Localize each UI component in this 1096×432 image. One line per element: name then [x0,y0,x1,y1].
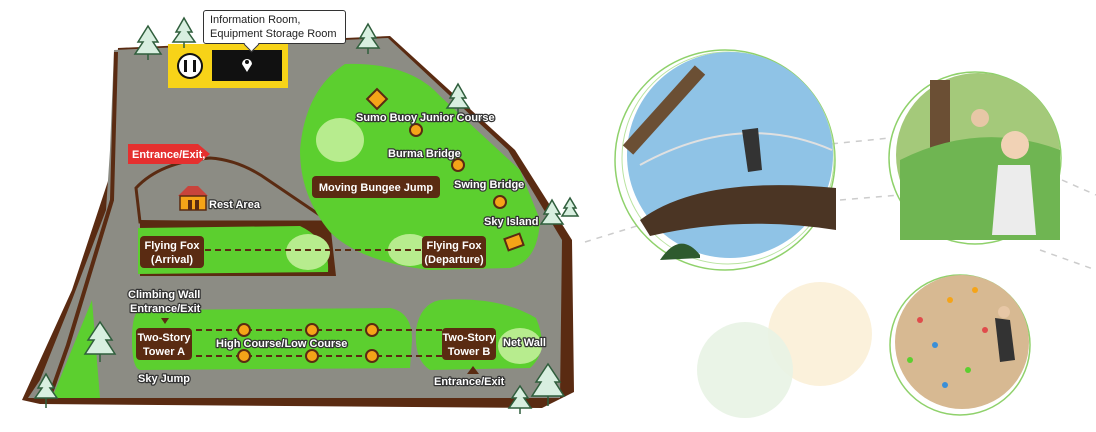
swing-bridge-label: Swing Bridge [454,179,524,191]
tooltip-line-2: Equipment Storage Room [210,28,337,40]
flying-fox-departure-label: Flying Fox [427,240,483,252]
climbing-wall-photo [889,274,1031,416]
flying-fox-arrival-box [140,236,204,268]
burma-bridge-label: Burma Bridge [388,148,461,160]
tower-a-zone [132,308,412,370]
kids-photo [888,71,1062,245]
flying-fox-arrival-label: Flying Fox [145,240,201,252]
entrance-arrow [128,144,210,164]
rest-area-label: Rest Area [209,199,261,211]
junior-course-zone [300,63,540,271]
tower-a-box [136,328,192,360]
tooltip-line-1: Information Room, [210,14,301,26]
entrance-bottom-label: Entrance/Exit [434,376,505,388]
info-room-tooltip: Information Room, Equipment Storage Room [203,10,346,44]
house-icon [178,186,208,211]
sky-jump-label: Sky Jump [138,373,190,385]
tower-b-sub: Tower B [448,346,491,358]
tower-a-sub: Tower A [143,346,185,358]
tower-b-label: Two-Story [443,332,497,344]
rope-bridge-photo [614,49,836,271]
sky-island-label: Sky Island [484,216,538,228]
location-pin-icon [242,59,252,72]
moving-bungee-label: Moving Bungee Jump [319,182,434,194]
flying-fox-departure-box [422,236,486,268]
grass-corner [52,300,100,398]
tower-b-box [442,328,496,360]
trees [33,16,580,414]
flying-fox-departure-sub: (Departure) [424,254,484,266]
tower-a-label: Two-Story [138,332,192,344]
sumo-buoy-label: Sumo Buoy [356,112,418,124]
climbing-wall-sub: Entrance/Exit [130,303,201,315]
net-wall-label: Net Wall [503,337,546,349]
course-dots [237,123,507,363]
climbing-wall-label: Climbing Wall [128,289,200,301]
entrance-top-label: Entrance/Exit, [132,149,205,161]
flying-fox-arrival-sub: (Arrival) [151,254,194,266]
high-low-course-label: High Course/Low Course [216,338,347,350]
junior-course-label: Junior Course [420,112,495,124]
moving-bungee-box [312,176,440,198]
